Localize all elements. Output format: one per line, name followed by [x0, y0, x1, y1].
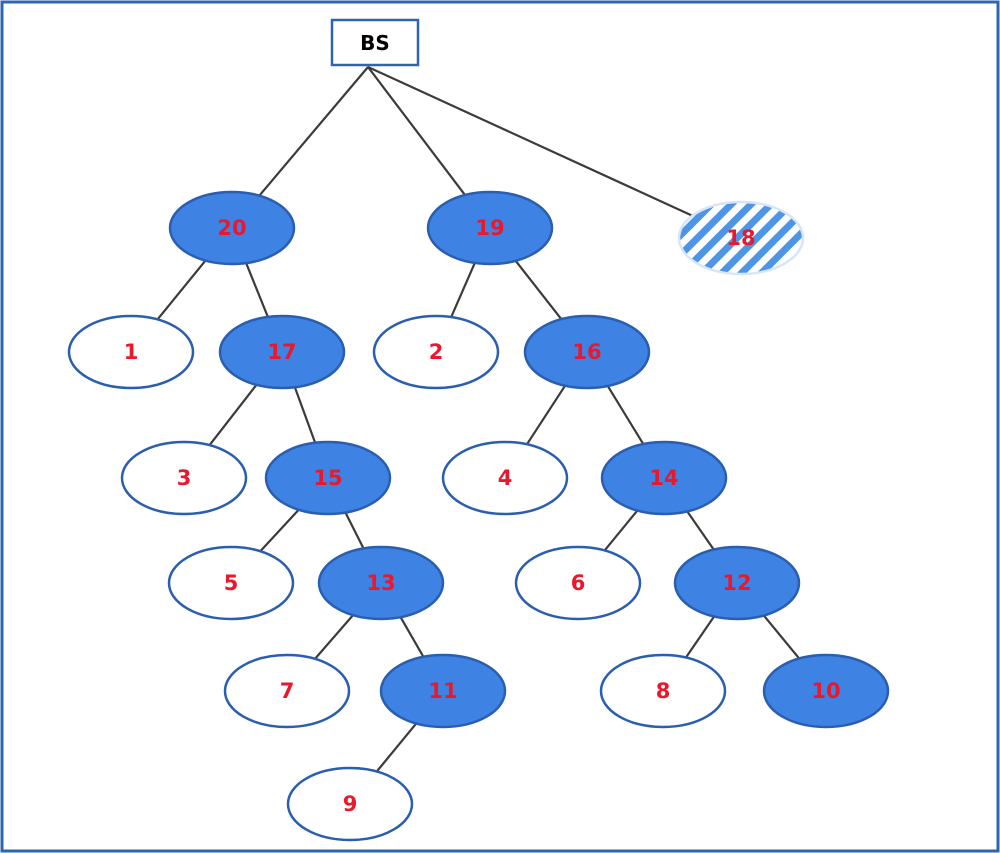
tree-node-5: 5 [167, 545, 295, 621]
tree-node-2: 2 [372, 314, 500, 390]
node-ellipse-20 [168, 190, 296, 266]
node-label-9: 9 [343, 792, 358, 816]
edge-n12-n10 [762, 614, 801, 660]
node-label-1: 1 [124, 340, 139, 364]
node-ellipse-7 [223, 653, 351, 729]
node-label-17: 17 [267, 340, 296, 364]
edge-n14-n12 [686, 510, 715, 551]
edge-n19-n16 [514, 260, 563, 320]
node-ellipse-13 [317, 545, 445, 621]
node-ellipse-4 [441, 440, 569, 516]
tree-node-4: 4 [441, 440, 569, 516]
edge-n13-n7 [314, 614, 354, 660]
tree-node-19: 19 [426, 190, 554, 266]
edge-n15-n5 [259, 508, 300, 553]
edge-n20-n1 [156, 259, 207, 321]
edge-n16-n14 [606, 385, 645, 445]
node-label-8: 8 [656, 679, 671, 703]
tree-node-3: 3 [120, 440, 248, 516]
node-label-3: 3 [177, 466, 192, 490]
node-ellipse-18 [677, 200, 805, 276]
node-ellipse-19 [426, 190, 554, 266]
edge-root-n18 [367, 66, 693, 217]
edge-n12-n8 [685, 615, 715, 659]
node-label-5: 5 [224, 571, 239, 595]
node-ellipse-6 [514, 545, 642, 621]
node-ellipse-1 [67, 314, 195, 390]
node-ellipse-14 [600, 440, 728, 516]
node-ellipse-12 [673, 545, 801, 621]
node-label-20: 20 [217, 216, 246, 240]
node-ellipse-3 [120, 440, 248, 516]
node-ellipse-17 [218, 314, 346, 390]
nodes-layer: 20 19 18 1 17 2 16 3 15 4 14 5 13 6 12 7 11 8 10 9 [67, 190, 890, 842]
node-ellipse-16 [523, 314, 651, 390]
tree-node-10: 10 [762, 653, 890, 729]
edge-root-n20 [258, 66, 369, 197]
edge-n11-n9 [375, 722, 418, 773]
node-label-11: 11 [428, 679, 457, 703]
edge-root-n19 [367, 66, 466, 196]
edge-n17-n3 [208, 384, 258, 446]
tree-node-1: 1 [67, 314, 195, 390]
tree-node-12: 12 [673, 545, 801, 621]
node-ellipse-9 [286, 766, 414, 842]
root-label: BS [360, 31, 390, 55]
node-label-2: 2 [429, 340, 444, 364]
edge-n17-n15 [293, 386, 317, 444]
node-label-14: 14 [649, 466, 678, 490]
node-ellipse-15 [264, 440, 392, 516]
node-ellipse-5 [167, 545, 295, 621]
edge-n19-n2 [450, 262, 476, 318]
node-ellipse-8 [599, 653, 727, 729]
tree-node-13: 13 [317, 545, 445, 621]
tree-node-9: 9 [286, 766, 414, 842]
edge-n13-n11 [399, 616, 425, 658]
node-label-12: 12 [722, 571, 751, 595]
tree-node-8: 8 [599, 653, 727, 729]
tree-node-18: 18 [677, 200, 805, 276]
edge-n14-n6 [603, 509, 639, 552]
node-label-15: 15 [313, 466, 342, 490]
node-label-7: 7 [280, 679, 295, 703]
edges-layer [156, 66, 801, 773]
tree-node-7: 7 [223, 653, 351, 729]
tree-node-16: 16 [523, 314, 651, 390]
tree-node-15: 15 [264, 440, 392, 516]
node-label-6: 6 [571, 571, 586, 595]
node-ellipse-10 [762, 653, 890, 729]
tree-node-17: 17 [218, 314, 346, 390]
node-ellipse-2 [372, 314, 500, 390]
edge-n16-n4 [525, 385, 567, 445]
node-label-19: 19 [475, 216, 504, 240]
node-label-4: 4 [498, 466, 513, 490]
root-layer: BS [330, 18, 420, 67]
edge-n20-n17 [245, 262, 269, 318]
tree-node-14: 14 [600, 440, 728, 516]
root-box [330, 18, 420, 67]
node-label-16: 16 [572, 340, 601, 364]
tree-node-11: 11 [379, 653, 507, 729]
node-label-18: 18 [726, 226, 755, 250]
node-ellipse-11 [379, 653, 507, 729]
tree-node-6: 6 [514, 545, 642, 621]
tree-node-20: 20 [168, 190, 296, 266]
edge-n15-n13 [344, 512, 365, 549]
node-label-10: 10 [811, 679, 840, 703]
node-label-13: 13 [366, 571, 395, 595]
